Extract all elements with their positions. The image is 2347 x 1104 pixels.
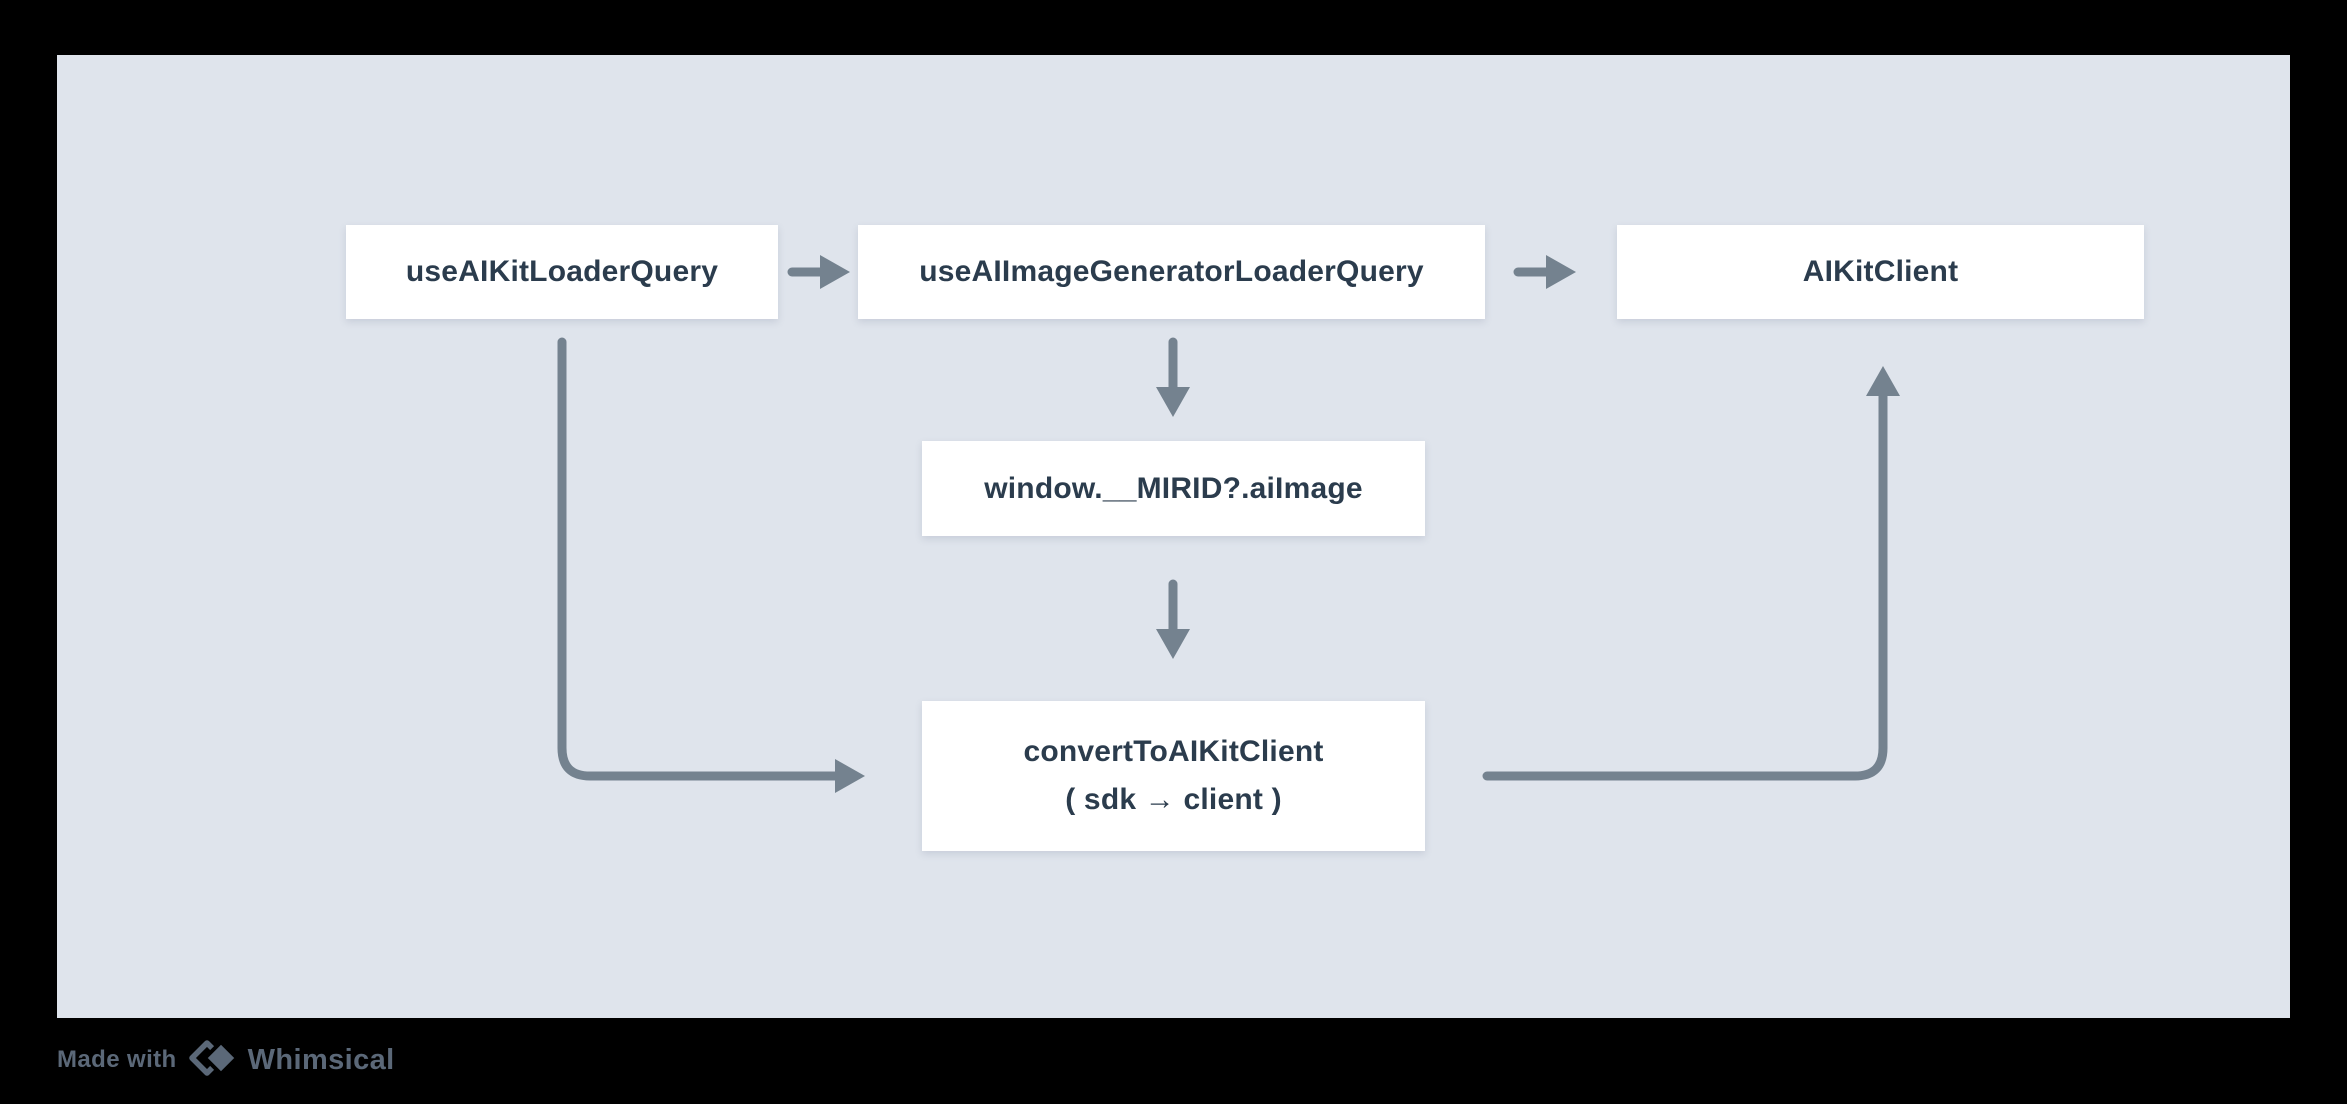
node-useaikitloaderquery: useAIKitLoaderQuery <box>346 225 778 319</box>
diagram-canvas: useAIKitLoaderQuery useAIImageGeneratorL… <box>57 55 2290 1018</box>
node-converttoaikitclient: convertToAIKitClient ( sdk → client ) <box>922 701 1425 851</box>
edge-loaderquery-to-imagegenerator <box>787 255 850 289</box>
node-label: useAIImageGeneratorLoaderQuery <box>919 255 1424 288</box>
edge-convert-to-aikitclient <box>1482 366 1900 781</box>
whimsical-logo-icon <box>188 1040 239 1076</box>
node-label: useAIKitLoaderQuery <box>405 255 719 288</box>
edge-imagegenerator-to-window <box>1156 337 1190 417</box>
made-with-label: Made with <box>57 1046 177 1073</box>
edge-loaderquery-to-convert <box>557 337 865 793</box>
node-label: convertToAIKitClient <box>1023 735 1324 768</box>
edge-imagegenerator-to-aikitclient <box>1513 255 1576 289</box>
whimsical-watermark[interactable]: Made with Whimsical <box>57 1037 395 1083</box>
node-useaiimagegeneratorloaderquery: useAIImageGeneratorLoaderQuery <box>858 225 1485 319</box>
node-label: window.__MIRID?.aiImage <box>984 471 1363 505</box>
edge-window-to-convert <box>1156 579 1190 659</box>
whimsical-brand-label: Whimsical <box>247 1043 395 1076</box>
node-window-mirid-aiimage: window.__MIRID?.aiImage <box>922 441 1425 536</box>
node-aikitclient: AIKitClient <box>1617 225 2144 319</box>
node-sublabel: ( sdk → client ) <box>1065 783 1282 816</box>
connector-layer <box>557 255 1900 793</box>
node-label: AIKitClient <box>1802 255 1959 288</box>
